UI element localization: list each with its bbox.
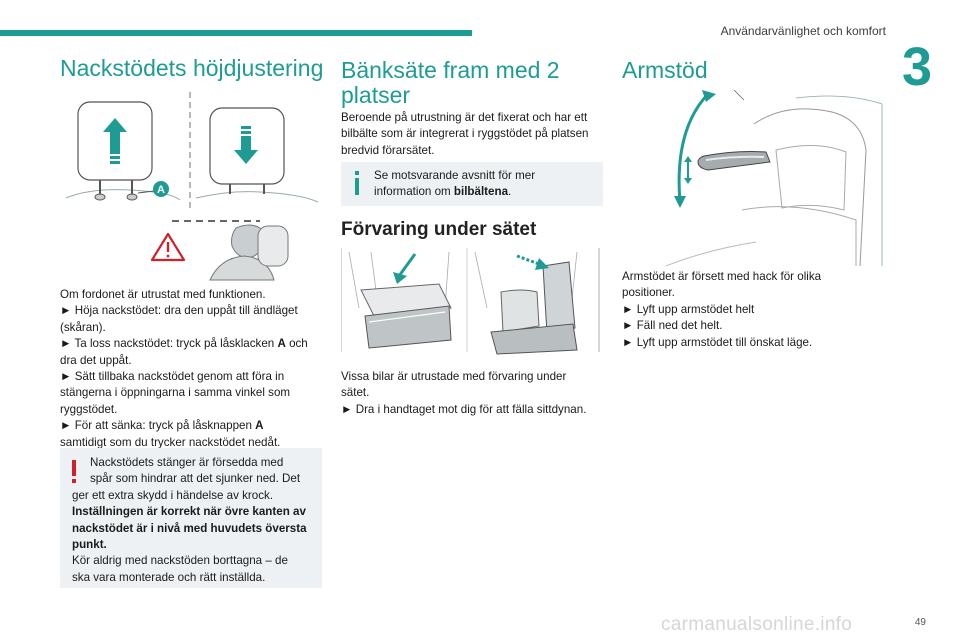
info-icon: [355, 171, 359, 195]
info-box: Se motsvarande avsnitt för mer informati…: [341, 162, 603, 206]
text-line: ► Lyft upp armstödet till önskat läge.: [622, 335, 813, 349]
section-title-under-seat-storage: Förvaring under sätet: [341, 219, 537, 240]
warning-line: ska vara monterade och rätt inställda.: [72, 570, 266, 584]
text-line: ► Fäll ned det helt.: [622, 319, 723, 333]
text-line: ryggstödet.: [60, 402, 118, 416]
warning-bold-line: punkt.: [72, 538, 107, 552]
text-line: bredvid förarsätet.: [341, 143, 435, 157]
text-line: bilbälte som är integrerat i ryggstödet …: [341, 127, 589, 141]
warning-box: Nackstödets stänger är försedda med spår…: [60, 448, 322, 588]
warning-bold-line: nackstödet är i nivå med huvudets överst…: [72, 521, 307, 535]
text-line: Beroende på utrustning är det fixerat oc…: [341, 111, 588, 124]
page-number: 49: [914, 617, 926, 628]
label-a: A: [157, 184, 165, 196]
text-line: samtidigt som du trycker nackstödet nedå…: [60, 435, 281, 449]
text-line: Om fordonet är utrustat med funktionen.: [60, 288, 266, 301]
text-line: Vissa bilar är utrustade med förvaring u…: [341, 370, 567, 383]
warning-line: Kör aldrig med nackstöden borttagna – de: [72, 554, 288, 568]
warning-line: spår som hindrar att det sjunker ned. De…: [90, 472, 301, 486]
section-title-headrest: Nackstödets höjdjustering: [60, 55, 324, 81]
warning-line: Nackstödets stänger är försedda med: [90, 456, 284, 469]
chapter-number: 3: [901, 37, 932, 97]
watermark: carmanualsonline.info: [661, 614, 853, 635]
text-line: ► Ta loss nackstödet: tryck på låsklacke…: [60, 337, 308, 351]
text-line: dra det uppåt.: [60, 353, 132, 367]
text-line: stängerna i öppningarna i samma vinkel s…: [60, 386, 291, 400]
running-title: Användarvänlighet och komfort: [720, 24, 886, 38]
text-line: ► Lyft upp armstödet helt: [622, 302, 755, 316]
text-line: ► Sätt tillbaka nackstödet genom att för…: [60, 370, 285, 384]
bench-seat-intro: Beroende på utrustning är det fixerat oc…: [341, 110, 603, 159]
text-line: ► Höja nackstödet: dra den uppåt till än…: [60, 304, 298, 318]
info-line: Se motsvarande avsnitt för mer: [374, 169, 536, 182]
under-seat-storage-text: Vissa bilar är utrustade med förvaring u…: [341, 369, 603, 418]
section-title-bench-seat: Bänksäte fram med 2 platser: [341, 57, 560, 108]
headrest-instructions: Om fordonet är utrustat med funktionen. …: [60, 287, 322, 451]
warning-exclamation-icon: [72, 460, 76, 483]
headrest-illustration: A: [60, 88, 322, 283]
warning-line: ger ett extra skydd i händelse av krock.: [72, 488, 274, 502]
text-line: ► För att sänka: tryck på låsknappen A: [60, 419, 264, 433]
info-line: information om bilbältena.: [374, 185, 512, 199]
armrest-illustration: [646, 90, 884, 266]
text-line: positioner.: [622, 286, 675, 300]
section-title-armrest: Armstöd: [622, 57, 708, 83]
under-seat-storage-illustration: [341, 248, 603, 356]
text-line: sätet.: [341, 386, 370, 400]
armrest-instructions: Armstödet är försett med hack för olika …: [622, 269, 884, 351]
label-a-badge: [153, 181, 169, 197]
text-line: Armstödet är försett med hack för olika: [622, 270, 822, 283]
text-line: ► Dra i handtaget mot dig för att fälla …: [341, 402, 587, 416]
text-line: (skåran).: [60, 320, 106, 334]
warning-bold-line: Inställningen är korrekt när övre kanten…: [72, 505, 306, 519]
header-accent-bar: [0, 30, 472, 36]
